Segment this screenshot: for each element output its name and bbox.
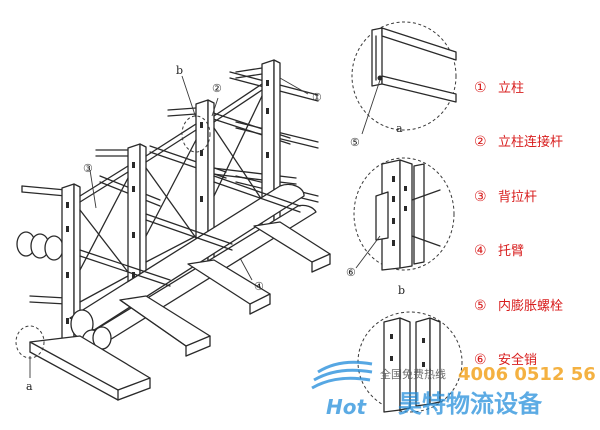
detail-marker-b [181,115,211,153]
callout-leaders-main [89,77,309,281]
detail-a-callout-5: ⑤ [350,136,360,149]
detail-a-label: a [396,122,403,135]
detail-b: ⑥ b [346,157,455,297]
callout-circles-main: ① ② ③ ④ b a [26,64,322,393]
parts-legend: ① 立柱 ② 立柱连接杆 ③ 背拉杆 ④ 托臂 ⑤ 内膨胀螺栓 ⑥ 安全销 [474,80,563,368]
detail-label-a-main: a [26,380,33,393]
stored-pipes-left [16,231,64,261]
detail-a-circle [351,21,457,131]
legend-item-1: ① 立柱 [474,80,524,96]
legend-item-2: ② 立柱连接杆 [474,134,563,150]
callout-3: ③ [83,162,93,175]
legend-label-4: 托臂 [498,244,524,259]
legend-num-5: ⑤ [474,298,487,314]
callout-4: ④ [254,280,264,293]
rack-arms-front [79,175,301,287]
legend-num-2: ② [474,134,487,150]
watermark-logo: Hot [311,360,373,419]
legend-label-6: 安全销 [498,352,537,368]
legend-item-4: ④ 托臂 [474,243,524,259]
watermark-hotline-label: 全国免费热线 [380,367,446,381]
rack-base-feet [29,221,331,401]
watermark-logo-text: Hot [326,395,367,419]
legend-item-6: ⑥ 安全销 [474,352,537,368]
legend-label-1: 立柱 [498,81,524,96]
legend-num-3: ③ [474,189,487,205]
callout-2: ② [212,82,222,95]
detail-b-callout-6: ⑥ [346,266,356,279]
detail-markers-main [15,75,211,378]
legend-label-3: 背拉杆 [498,190,537,205]
legend-item-3: ③ 背拉杆 [474,189,537,205]
detail-label-b-main: b [176,64,183,77]
legend-num-6: ⑥ [474,352,487,368]
legend-label-5: 内膨胀螺栓 [498,298,563,314]
watermark-phone: 4006 0512 56 [458,364,596,385]
legend-num-1: ① [474,80,487,96]
legend-item-5: ⑤ 内膨胀螺栓 [474,298,563,314]
legend-num-4: ④ [474,243,487,259]
legend-label-2: 立柱连接杆 [498,134,563,150]
watermark-company: 昊特物流设备 [398,390,543,418]
callout-1: ① [312,91,322,104]
main-rack-drawing: ① ② ③ ④ b a [15,59,331,401]
detail-b-circle [353,157,455,271]
vendor-watermark: Hot 全国免费热线 4006 0512 56 昊特物流设备 [311,360,596,419]
detail-a: ⑤ a [350,21,457,149]
detail-b-label: b [398,284,405,297]
